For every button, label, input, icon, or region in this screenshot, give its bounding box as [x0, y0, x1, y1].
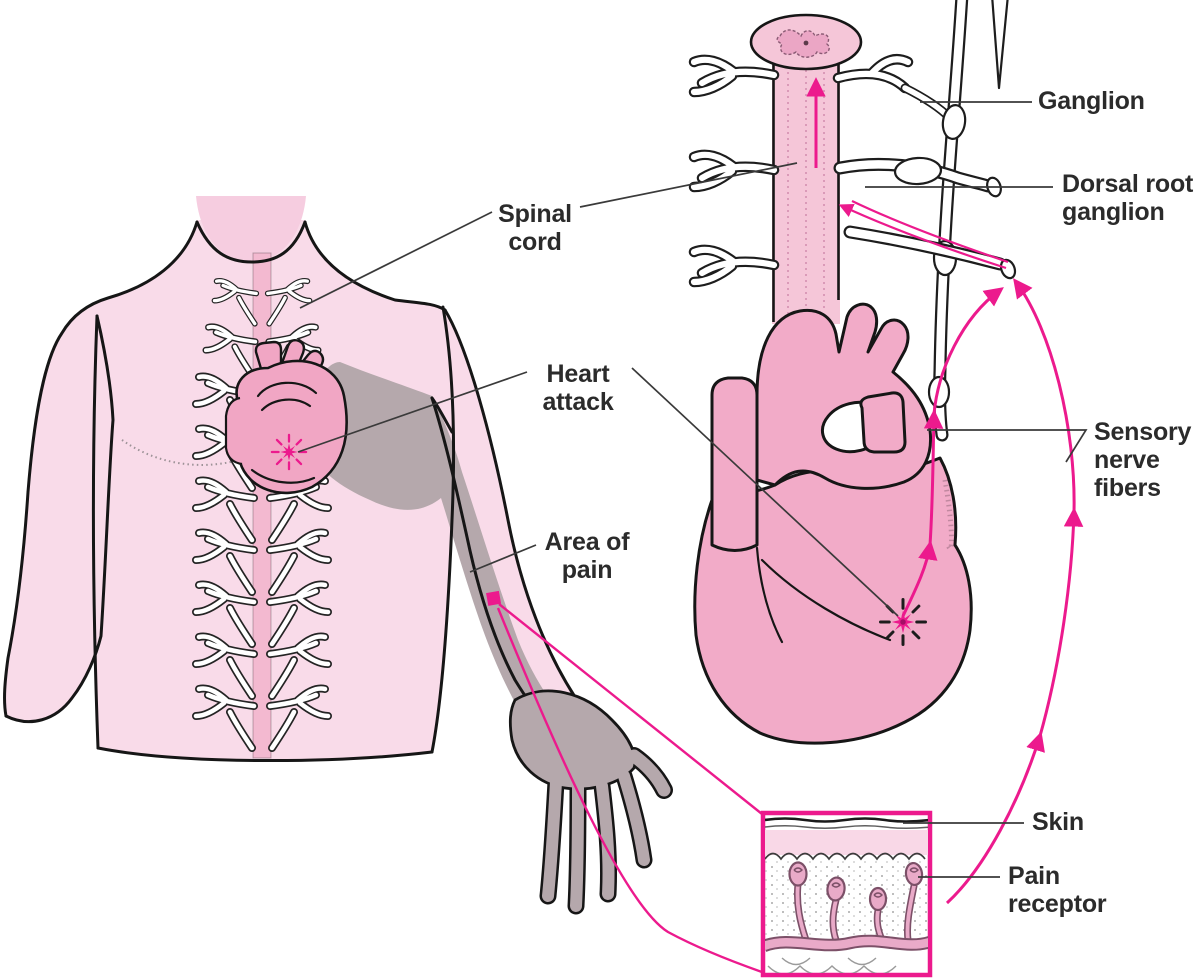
sensory-fiber-from-skin: [945, 278, 1084, 905]
label-skin: Skin: [1032, 808, 1084, 836]
torso-right-outline: [430, 305, 456, 754]
label-heart-attack: Heart attack: [542, 360, 614, 416]
cord-cross-section: [749, 13, 863, 71]
left-shoulder-arm-outline: [3, 220, 199, 718]
heart-attack-burst-large-icon: [879, 598, 927, 646]
armpit-crease: [430, 396, 454, 434]
label-sensory-nerve-fibers: Sensory nerve fibers: [1094, 418, 1192, 502]
heart-attack-burst-icon: [270, 433, 308, 471]
left-arm-fill: [5, 298, 113, 722]
pain-area-hand: [508, 689, 673, 915]
chin-outline: [195, 220, 307, 264]
label-dorsal-root-ganglion: Dorsal root ganglion: [1062, 170, 1194, 226]
label-ganglion: Ganglion: [1038, 87, 1145, 115]
zoom-source-marker: [486, 590, 502, 606]
torso-bottom-outline: [96, 746, 434, 763]
heart-in-torso: [224, 338, 348, 495]
dorsal-root-ganglion-structure: [833, 156, 1017, 280]
right-shoulder-outline: [303, 220, 447, 312]
label-area-of-pain: Area of pain: [544, 528, 630, 584]
pain-receptors: [788, 861, 924, 944]
heart-detail: [693, 287, 1004, 745]
sympathetic-chain: [900, 0, 1009, 442]
label-spinal-cord: Spinal cord: [498, 200, 572, 256]
sensory-fiber-from-heart: [901, 287, 1004, 617]
neck-fill: [196, 196, 306, 262]
label-pain-receptor: Pain receptor: [1008, 862, 1107, 918]
torso-left-outline: [91, 314, 100, 750]
spinal-cord-stripe: [252, 252, 272, 759]
right-arm-fill: [430, 310, 621, 750]
skin-inset: [486, 278, 1084, 978]
left-arm-inner-outline: [4, 314, 115, 724]
nerve-root-right: [832, 54, 914, 94]
torso-figure: [3, 196, 673, 915]
pain-area-shading: [306, 362, 580, 753]
leader-lines: [297, 101, 1088, 878]
